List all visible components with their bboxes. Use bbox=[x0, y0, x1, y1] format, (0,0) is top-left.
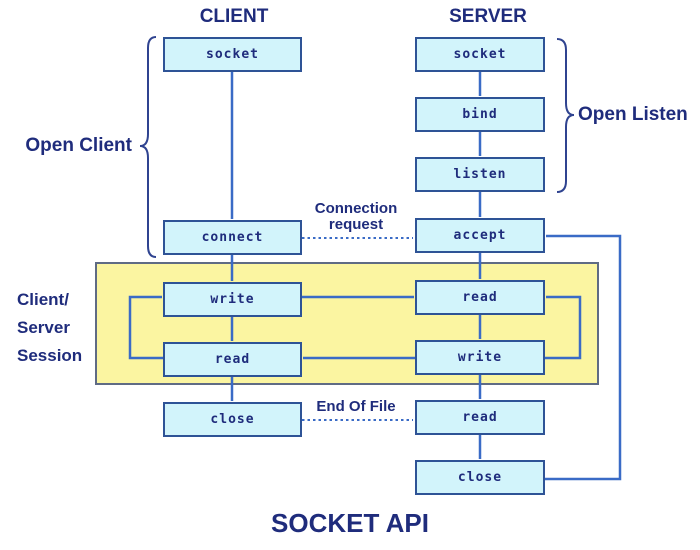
server-read2-node: read bbox=[415, 400, 545, 435]
connection-request-label: Connection request bbox=[296, 201, 416, 233]
server-listen-node: listen bbox=[415, 157, 545, 192]
client-close-node: close bbox=[163, 402, 302, 437]
session-label-line3: Session bbox=[17, 346, 83, 365]
session-label-line2: Server bbox=[17, 318, 70, 337]
arrow-server-write-read-loop bbox=[545, 295, 582, 360]
arrow-client-read-write-loop bbox=[128, 295, 163, 360]
client-connect-node: connect bbox=[163, 220, 302, 255]
connection-request-line2: request bbox=[328, 216, 384, 233]
server-close-node: close bbox=[415, 460, 545, 495]
server-bind-node: bind bbox=[415, 97, 545, 132]
server-read-node: read bbox=[415, 280, 545, 315]
end-of-file-label: End Of File bbox=[316, 398, 396, 415]
server-socket-node: socket bbox=[415, 37, 545, 72]
arrow-server-close-to-accept bbox=[545, 234, 622, 481]
server-write-node: write bbox=[415, 340, 545, 375]
server-accept-node: accept bbox=[415, 218, 545, 253]
connection-request-line1: Connection bbox=[314, 200, 398, 217]
client-column-header: CLIENT bbox=[199, 6, 269, 27]
diagram-title: SOCKET API bbox=[271, 508, 429, 538]
client-write-node: write bbox=[163, 282, 302, 317]
open-listen-brace bbox=[556, 38, 575, 193]
session-label: Client/ Server Session bbox=[17, 286, 82, 370]
open-client-brace bbox=[139, 36, 157, 258]
session-label-line1: Client/ bbox=[17, 290, 69, 309]
open-client-label: Open Client bbox=[25, 135, 132, 156]
open-listen-label: Open Listen bbox=[578, 104, 688, 125]
client-read-node: read bbox=[163, 342, 302, 377]
client-socket-node: socket bbox=[163, 37, 302, 72]
server-column-header: SERVER bbox=[449, 6, 527, 27]
